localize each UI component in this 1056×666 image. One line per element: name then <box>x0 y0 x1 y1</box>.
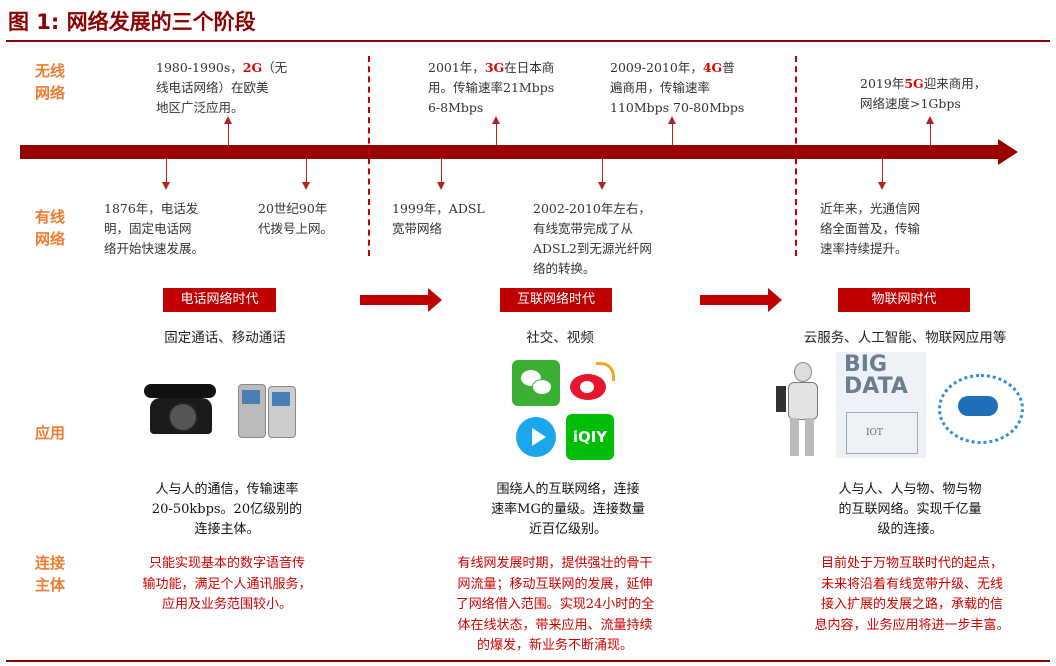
apps-iot: 云服务、人工智能、物联网应用等 <box>803 330 1007 346</box>
event-4g: 2009-2010年，4G普 遍商用，传输速率 110Mbps 70-80Mbp… <box>610 60 745 115</box>
era-internet: 互联网络时代 <box>500 288 612 312</box>
wechat-icon <box>512 360 560 406</box>
youku-icon <box>512 414 560 460</box>
mobile-phones-icon <box>238 384 296 438</box>
iqiyi-icon: iQIY <box>566 414 614 460</box>
subject-iot: 目前处于万物互联时代的起点， 未来将沿着有线宽带升级、无线 接入扩展的发展之路，… <box>814 556 1010 633</box>
robot-icon <box>772 358 832 458</box>
event-fiber: 2002-2010年左右， 有线宽带完成了从 ADSL2到无源光纤网 络的转换。 <box>533 201 652 276</box>
timeline-arrowhead <box>998 139 1018 165</box>
arrow-down-icon <box>598 159 606 190</box>
apps-telephone: 固定通话、移动通话 <box>164 330 286 346</box>
era-iot: 物联网时代 <box>838 288 970 312</box>
subject-internet: 有线网发展时期，提供强壮的骨干 网流量；移动互联网的发展，延伸 了网络借入范围。… <box>455 556 655 653</box>
era-divider <box>368 56 370 256</box>
event-3g: 2001年，3G在日本商 用。传输速率21Mbps 6-8Mbps <box>428 60 555 115</box>
event-dialup: 20世纪90年 代拨号上网。 <box>258 201 334 236</box>
arrow-up-icon <box>224 116 232 145</box>
row-label-app: 应用 <box>34 424 65 442</box>
weibo-icon <box>566 360 616 406</box>
cloud-network-icon <box>930 370 1030 444</box>
arrow-down-icon <box>162 159 170 190</box>
arrow-up-icon <box>668 116 676 145</box>
row-label-wired: 有线网络 <box>34 208 65 248</box>
subject-telephone: 只能实现基本的数字语音传 输功能，满足个人通讯服务， 应用及业务范围较小。 <box>142 556 312 612</box>
arrow-down-icon <box>302 159 310 190</box>
era-arrow-icon <box>360 288 442 312</box>
era-arrow-icon <box>700 288 782 312</box>
figure-title: 图 1: 网络发展的三个阶段 <box>8 10 256 34</box>
desc-iot: 人与人、人与物、物与物 的互联网络。实现千亿量 级的连接。 <box>838 482 982 537</box>
arrow-down-icon <box>878 159 886 190</box>
bottom-rule <box>6 660 1050 662</box>
event-5g: 2019年5G迎来商用， 网络速度>1Gbps <box>860 76 987 111</box>
row-label-wireless: 无线网络 <box>34 62 65 102</box>
desc-telephone: 人与人的通信，传输速率 20-50kbps。20亿级别的 连接主体。 <box>151 482 303 537</box>
apps-internet: 社交、视频 <box>526 330 594 346</box>
title-rule <box>6 40 1050 42</box>
row-label-subject: 连接主体 <box>34 554 65 594</box>
event-2g: 1980-1990s，2G（无 线电话网络）在欧美 地区广泛应用。 <box>156 60 288 115</box>
era-telephone: 电话网络时代 <box>163 288 276 312</box>
event-telephone: 1876年，电话发 明，固定电话网 络开始快速发展。 <box>104 201 205 256</box>
arrow-up-icon <box>492 116 500 145</box>
era-divider <box>795 56 797 256</box>
event-adsl: 1999年，ADSL 宽带网络 <box>392 201 485 236</box>
rotary-phone-icon <box>140 380 220 435</box>
arrow-up-icon <box>926 116 934 145</box>
desc-internet: 围绕人的互联网络，连接 速率MG的量级。连接数量 近百亿级别。 <box>491 482 645 537</box>
event-optical: 近年来，光通信网 络全面普及，传输 速率持续提升。 <box>820 201 921 256</box>
big-data-icon: BIG DATA IOT <box>836 352 926 458</box>
arrow-down-icon <box>437 159 445 190</box>
timeline-bar <box>20 145 998 159</box>
